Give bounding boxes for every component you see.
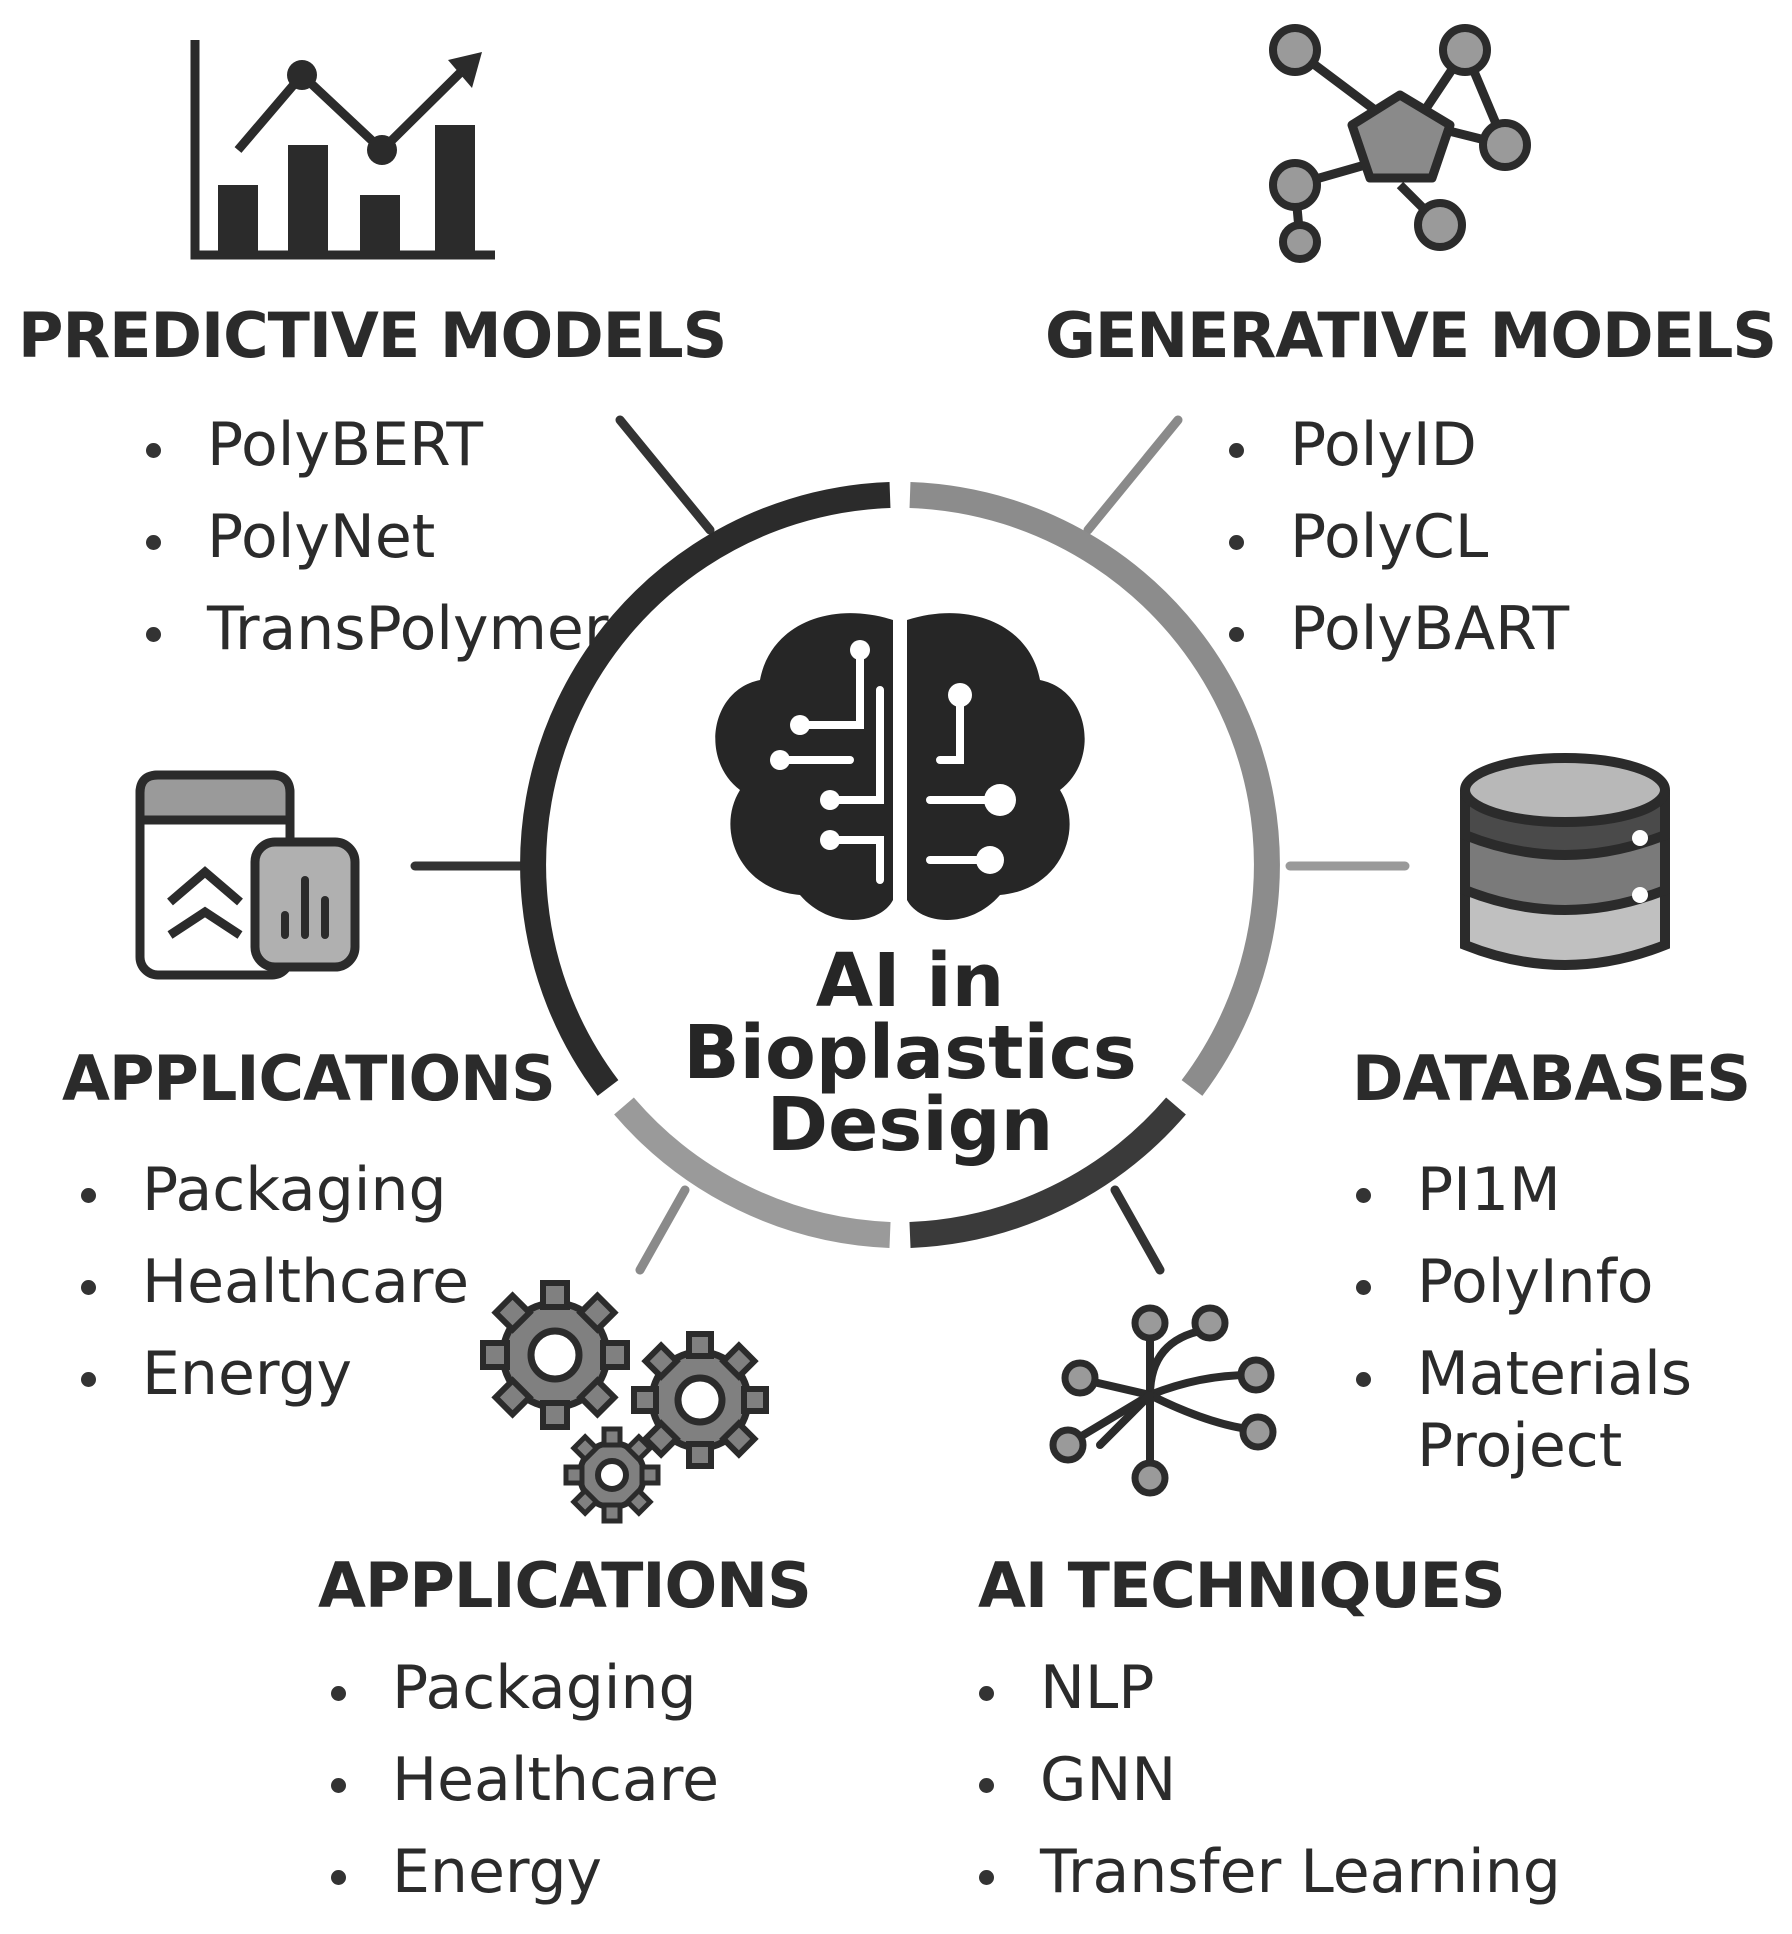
connector-ai-techniques (1110, 1185, 1165, 1275)
generative-models-list: PolyID PolyCL PolyBART (1225, 415, 1569, 691)
list-item: Transfer Learning (975, 1842, 1561, 1934)
neural-node-icon (1049, 1304, 1277, 1497)
databases-heading: DATABASES (1352, 1042, 1751, 1115)
database-icon (1460, 753, 1670, 970)
list-item: Healthcare (77, 1252, 469, 1344)
bar-line-chart-icon (190, 40, 495, 260)
connector-lines (410, 415, 1410, 1275)
center-title: AI in Bioplastics Design (640, 938, 1180, 1168)
list-item: PolyID (1225, 415, 1569, 507)
ring-segment-bottom-left (614, 1097, 891, 1248)
center-title-line2: Bioplastics (683, 1010, 1137, 1096)
applications-left-list: Packaging Healthcare Energy (77, 1160, 469, 1436)
predictive-models-list: PolyBERT PolyNet TransPolymer (142, 415, 609, 691)
applications-bottom-heading: APPLICATIONS (318, 1549, 812, 1622)
list-item: Materials (1352, 1344, 1692, 1416)
list-item: NLP (975, 1658, 1561, 1750)
databases-list: PI1M PolyInfo Materials Project (1352, 1160, 1692, 1488)
list-item: PolyBART (1225, 599, 1569, 691)
list-item: GNN (975, 1750, 1561, 1842)
list-item: PolyBERT (142, 415, 609, 507)
generative-models-heading: GENERATIVE MODELS (1045, 299, 1777, 372)
molecule-network-icon (1269, 24, 1531, 263)
connector-generative (1083, 415, 1183, 535)
predictive-models-heading: PREDICTIVE MODELS (18, 299, 727, 372)
gears-icon (480, 1280, 769, 1524)
list-item: Energy (77, 1344, 469, 1436)
list-item: Packaging (77, 1160, 469, 1252)
list-item: TransPolymer (142, 599, 609, 691)
list-item: Energy (327, 1842, 719, 1934)
list-item-continuation: Project (1417, 1411, 1623, 1481)
center-title-line1: AI in (815, 938, 1005, 1024)
ring-segment-top-left (520, 482, 891, 1096)
list-item: Healthcare (327, 1750, 719, 1842)
connector-applications-bottom (635, 1185, 690, 1275)
ai-techniques-heading: AI TECHNIQUES (978, 1549, 1506, 1622)
list-item: Packaging (327, 1658, 719, 1750)
list-item: PolyInfo (1352, 1252, 1692, 1344)
applications-left-heading: APPLICATIONS (62, 1042, 556, 1115)
ring-segment-top-right (909, 482, 1280, 1096)
brain-circuit-icon (715, 613, 1085, 920)
applications-bottom-list: Packaging Healthcare Energy (327, 1658, 719, 1934)
app-dashboard-icon (135, 770, 360, 980)
list-item: PI1M (1352, 1160, 1692, 1252)
list-item: PolyCL (1225, 507, 1569, 599)
center-title-line3: Design (766, 1082, 1054, 1168)
ring-segment-bottom-right (909, 1097, 1186, 1248)
connector-predictive (615, 415, 715, 535)
ai-techniques-list: NLP GNN Transfer Learning (975, 1658, 1561, 1934)
list-item: PolyNet (142, 507, 609, 599)
central-ring (520, 482, 1280, 1248)
